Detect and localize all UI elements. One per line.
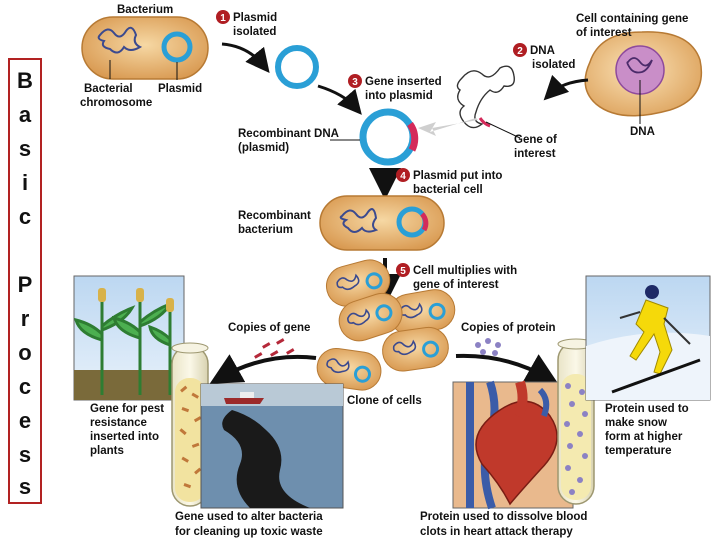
bacterium-cell	[81, 16, 209, 80]
label-bacterial-chromosome-2: chromosome	[80, 97, 152, 109]
label-pest-4: plants	[90, 445, 124, 457]
side-title-letter: s	[18, 474, 32, 499]
svg-text:2: 2	[517, 46, 523, 57]
side-title-letter: B	[17, 68, 33, 93]
label-copies-of-protein: Copies of protein	[461, 322, 556, 334]
label-cell-gene-2: of interest	[576, 27, 632, 39]
step1-label-2: isolated	[233, 26, 276, 38]
plasmid-shape	[161, 31, 193, 63]
label-snow-1: Protein used to	[605, 403, 689, 415]
step-badge-2	[513, 43, 527, 57]
side-title-letter: o	[18, 340, 32, 365]
label-pest-3: inserted into	[90, 431, 159, 443]
label-recombinant-bacterium-1: Recombinant	[238, 210, 311, 222]
recombinant-plasmid	[359, 108, 417, 166]
label-plasmid: Plasmid	[158, 83, 202, 95]
side-title-letter: a	[18, 102, 32, 127]
step2-label-1: DNA	[530, 45, 555, 57]
side-title-letter: P	[17, 272, 33, 297]
step4-label-1: Plasmid put into	[413, 170, 502, 182]
label-snow-4: temperature	[605, 445, 671, 457]
step-badge-1	[216, 10, 230, 24]
heart-image	[452, 380, 574, 510]
side-title-letter: r	[20, 306, 30, 331]
label-pest-1: Gene for pest	[90, 403, 164, 415]
side-title-letter: c	[18, 204, 32, 229]
bacterial-chromosome-shape	[97, 26, 143, 54]
label-copies-of-gene: Copies of gene	[228, 322, 310, 334]
corn-plants-image	[73, 275, 185, 401]
svg-text:5: 5	[400, 266, 406, 277]
label-gene-of-interest-1: Gene of	[514, 134, 557, 146]
label-snow-3: form at higher	[605, 431, 683, 443]
step5-label-2: gene of interest	[413, 279, 499, 291]
step-badge-4	[396, 168, 410, 182]
label-recombinant-bacterium-2: bacterium	[238, 224, 293, 236]
step4-label-2: bacterial cell	[413, 184, 483, 196]
svg-text:3: 3	[352, 77, 358, 88]
dna-strands	[626, 57, 653, 74]
step3-label-2: into plasmid	[365, 90, 433, 102]
label-bacteria-cleanup-2: for cleaning up toxic waste	[175, 526, 323, 538]
label-blood-clot-1: Protein used to dissolve blood	[420, 511, 587, 523]
isolated-plasmid	[275, 45, 319, 89]
test-tube-protein	[557, 338, 595, 505]
svg-text:1: 1	[220, 13, 226, 24]
label-dna: DNA	[630, 126, 655, 138]
label-gene-of-interest-2: interest	[514, 148, 556, 160]
step1-label-1: Plasmid	[233, 12, 277, 24]
gene-copies	[254, 338, 295, 359]
side-title-letter: i	[21, 170, 29, 195]
svg-text:4: 4	[400, 171, 406, 182]
label-snow-2: make snow	[605, 417, 667, 429]
step-badge-5	[396, 263, 410, 277]
skier-image	[585, 275, 711, 401]
step2-label-2: isolated	[532, 59, 575, 71]
label-bacterial-chromosome-1: Bacterial	[84, 83, 133, 95]
label-pest-2: resistance	[90, 417, 147, 429]
label-blood-clot-2: clots in heart attack therapy	[420, 526, 573, 538]
side-title-letter: s	[18, 136, 32, 161]
recombinant-bacterium	[319, 195, 445, 251]
label-clone-of-cells: Clone of cells	[347, 395, 422, 407]
side-title-letter: s	[18, 442, 32, 467]
clone-of-cells	[316, 259, 456, 391]
protein-copies	[475, 338, 501, 356]
step-badge-3	[348, 74, 362, 88]
side-title-letter: e	[18, 408, 32, 433]
label-recombinant-dna-1: Recombinant DNA	[238, 128, 339, 140]
label-bacterium: Bacterium	[117, 4, 173, 16]
donor-cell	[584, 31, 703, 117]
side-title-box: B a s i c P r o c e s s	[8, 58, 42, 504]
label-recombinant-dna-2: (plasmid)	[238, 142, 289, 154]
step3-label-1: Gene inserted	[365, 76, 442, 88]
oil-spill-image	[200, 383, 344, 509]
label-cell-gene-1: Cell containing gene	[576, 13, 688, 25]
side-title-letter: c	[18, 374, 32, 399]
label-bacteria-cleanup-1: Gene used to alter bacteria	[175, 511, 323, 523]
isolated-dna	[456, 65, 515, 129]
step5-label-1: Cell multiplies with	[413, 265, 517, 277]
